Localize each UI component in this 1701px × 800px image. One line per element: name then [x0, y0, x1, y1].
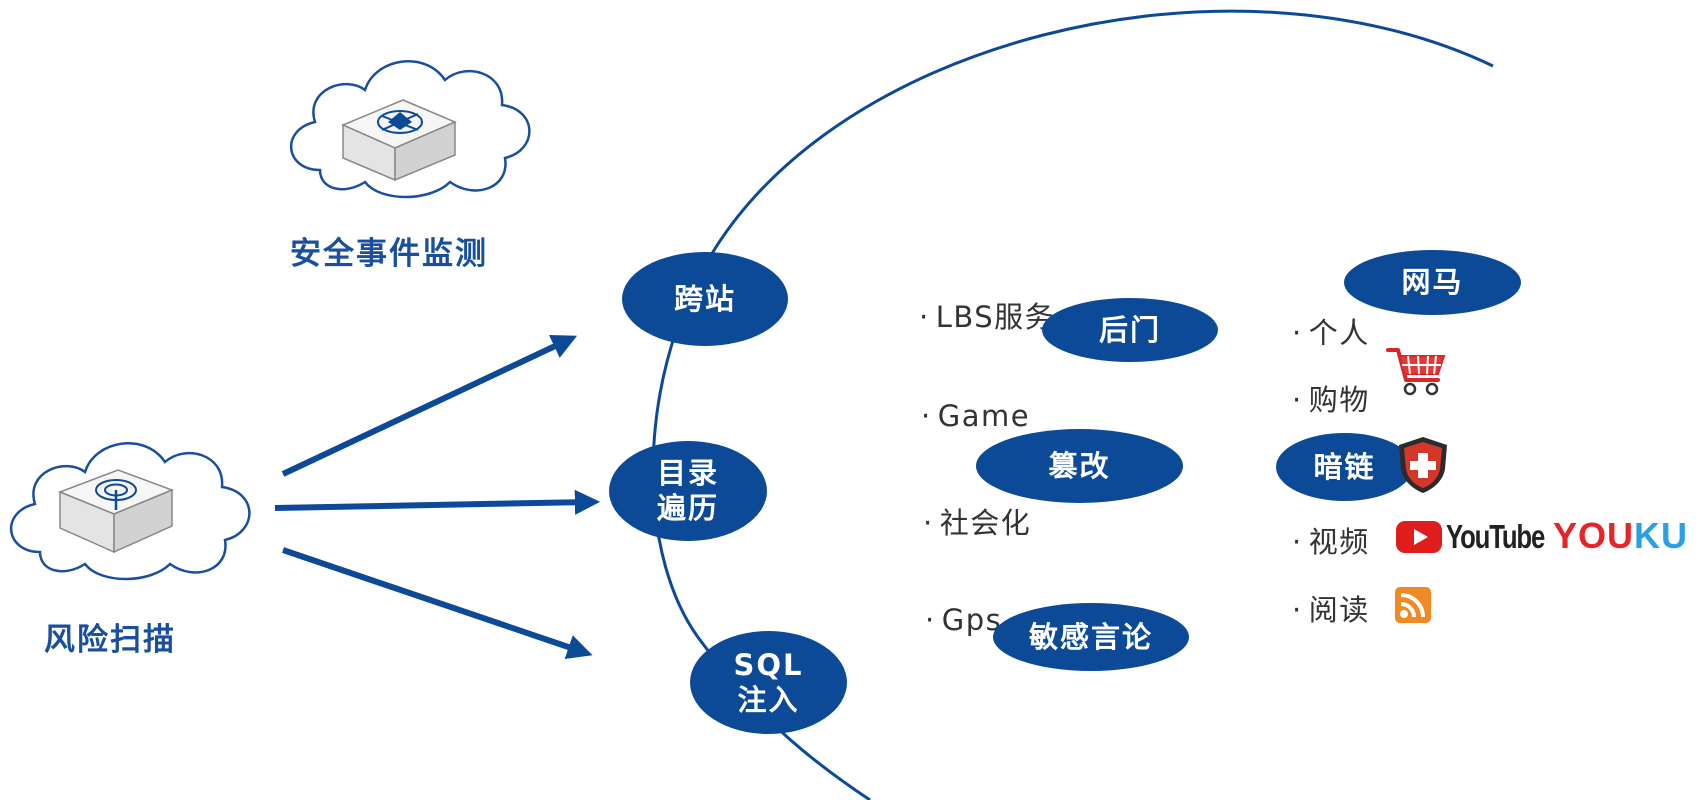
risk-scan-label: 风险扫描	[44, 622, 176, 658]
tamper-label: 篡改	[1048, 448, 1111, 483]
category-gps: ·Gps	[925, 603, 1003, 637]
category-video: ·视频	[1292, 525, 1370, 559]
rss-feed-icon	[1395, 587, 1431, 623]
web-trojan-node: 网马	[1344, 250, 1521, 315]
directory-traversal-label: 目录遍历	[656, 456, 719, 525]
sensitive-speech-label: 敏感言论	[1028, 619, 1153, 654]
shopping-cart-icon	[1386, 348, 1446, 396]
web-trojan-label: 网马	[1401, 265, 1464, 300]
youku-letter: O	[1578, 515, 1608, 556]
youku-letter: U	[1661, 515, 1689, 556]
category-game: ·Game	[921, 399, 1031, 433]
xss-node: 跨站	[622, 252, 788, 346]
sensitive-speech-node: 敏感言论	[993, 603, 1189, 671]
youku-letter: U	[1607, 515, 1635, 556]
category-reading: ·阅读	[1292, 593, 1370, 627]
directory-traversal-node: 目录遍历	[609, 441, 767, 541]
risk-scan-cloud	[9, 442, 251, 581]
category-social: ·社会化	[923, 506, 1032, 540]
security-monitor-label: 安全事件监测	[290, 236, 488, 272]
dark-link-node: 暗链	[1276, 433, 1413, 501]
youtube-logo: YouTube	[1396, 518, 1572, 556]
dark-link-label: 暗链	[1313, 449, 1376, 484]
youku-logo: YOUKU	[1553, 515, 1688, 557]
category-shopping: ·购物	[1292, 383, 1370, 417]
youku-letter: Y	[1553, 515, 1579, 556]
scan-box-icon	[57, 469, 175, 554]
category-personal: ·个人	[1292, 316, 1370, 350]
backdoor-node: 后门	[1042, 298, 1218, 362]
arrow-to-xss	[281, 335, 578, 477]
youtube-play-icon	[1396, 521, 1442, 553]
security-shield-icon	[1399, 437, 1447, 493]
xss-label: 跨站	[673, 281, 736, 316]
security-box-icon	[341, 99, 457, 182]
youku-wordmark: YOUKU	[1553, 515, 1688, 556]
tamper-node: 篡改	[976, 429, 1183, 503]
youku-letter: K	[1634, 515, 1662, 556]
arrow-to-dir	[274, 489, 601, 515]
backdoor-label: 后门	[1098, 312, 1161, 347]
security-monitor-cloud	[289, 60, 531, 199]
arrow-to-sql	[282, 547, 593, 660]
category-lbs: ·LBS服务	[919, 300, 1056, 334]
youtube-wordmark: YouTube	[1446, 518, 1545, 555]
